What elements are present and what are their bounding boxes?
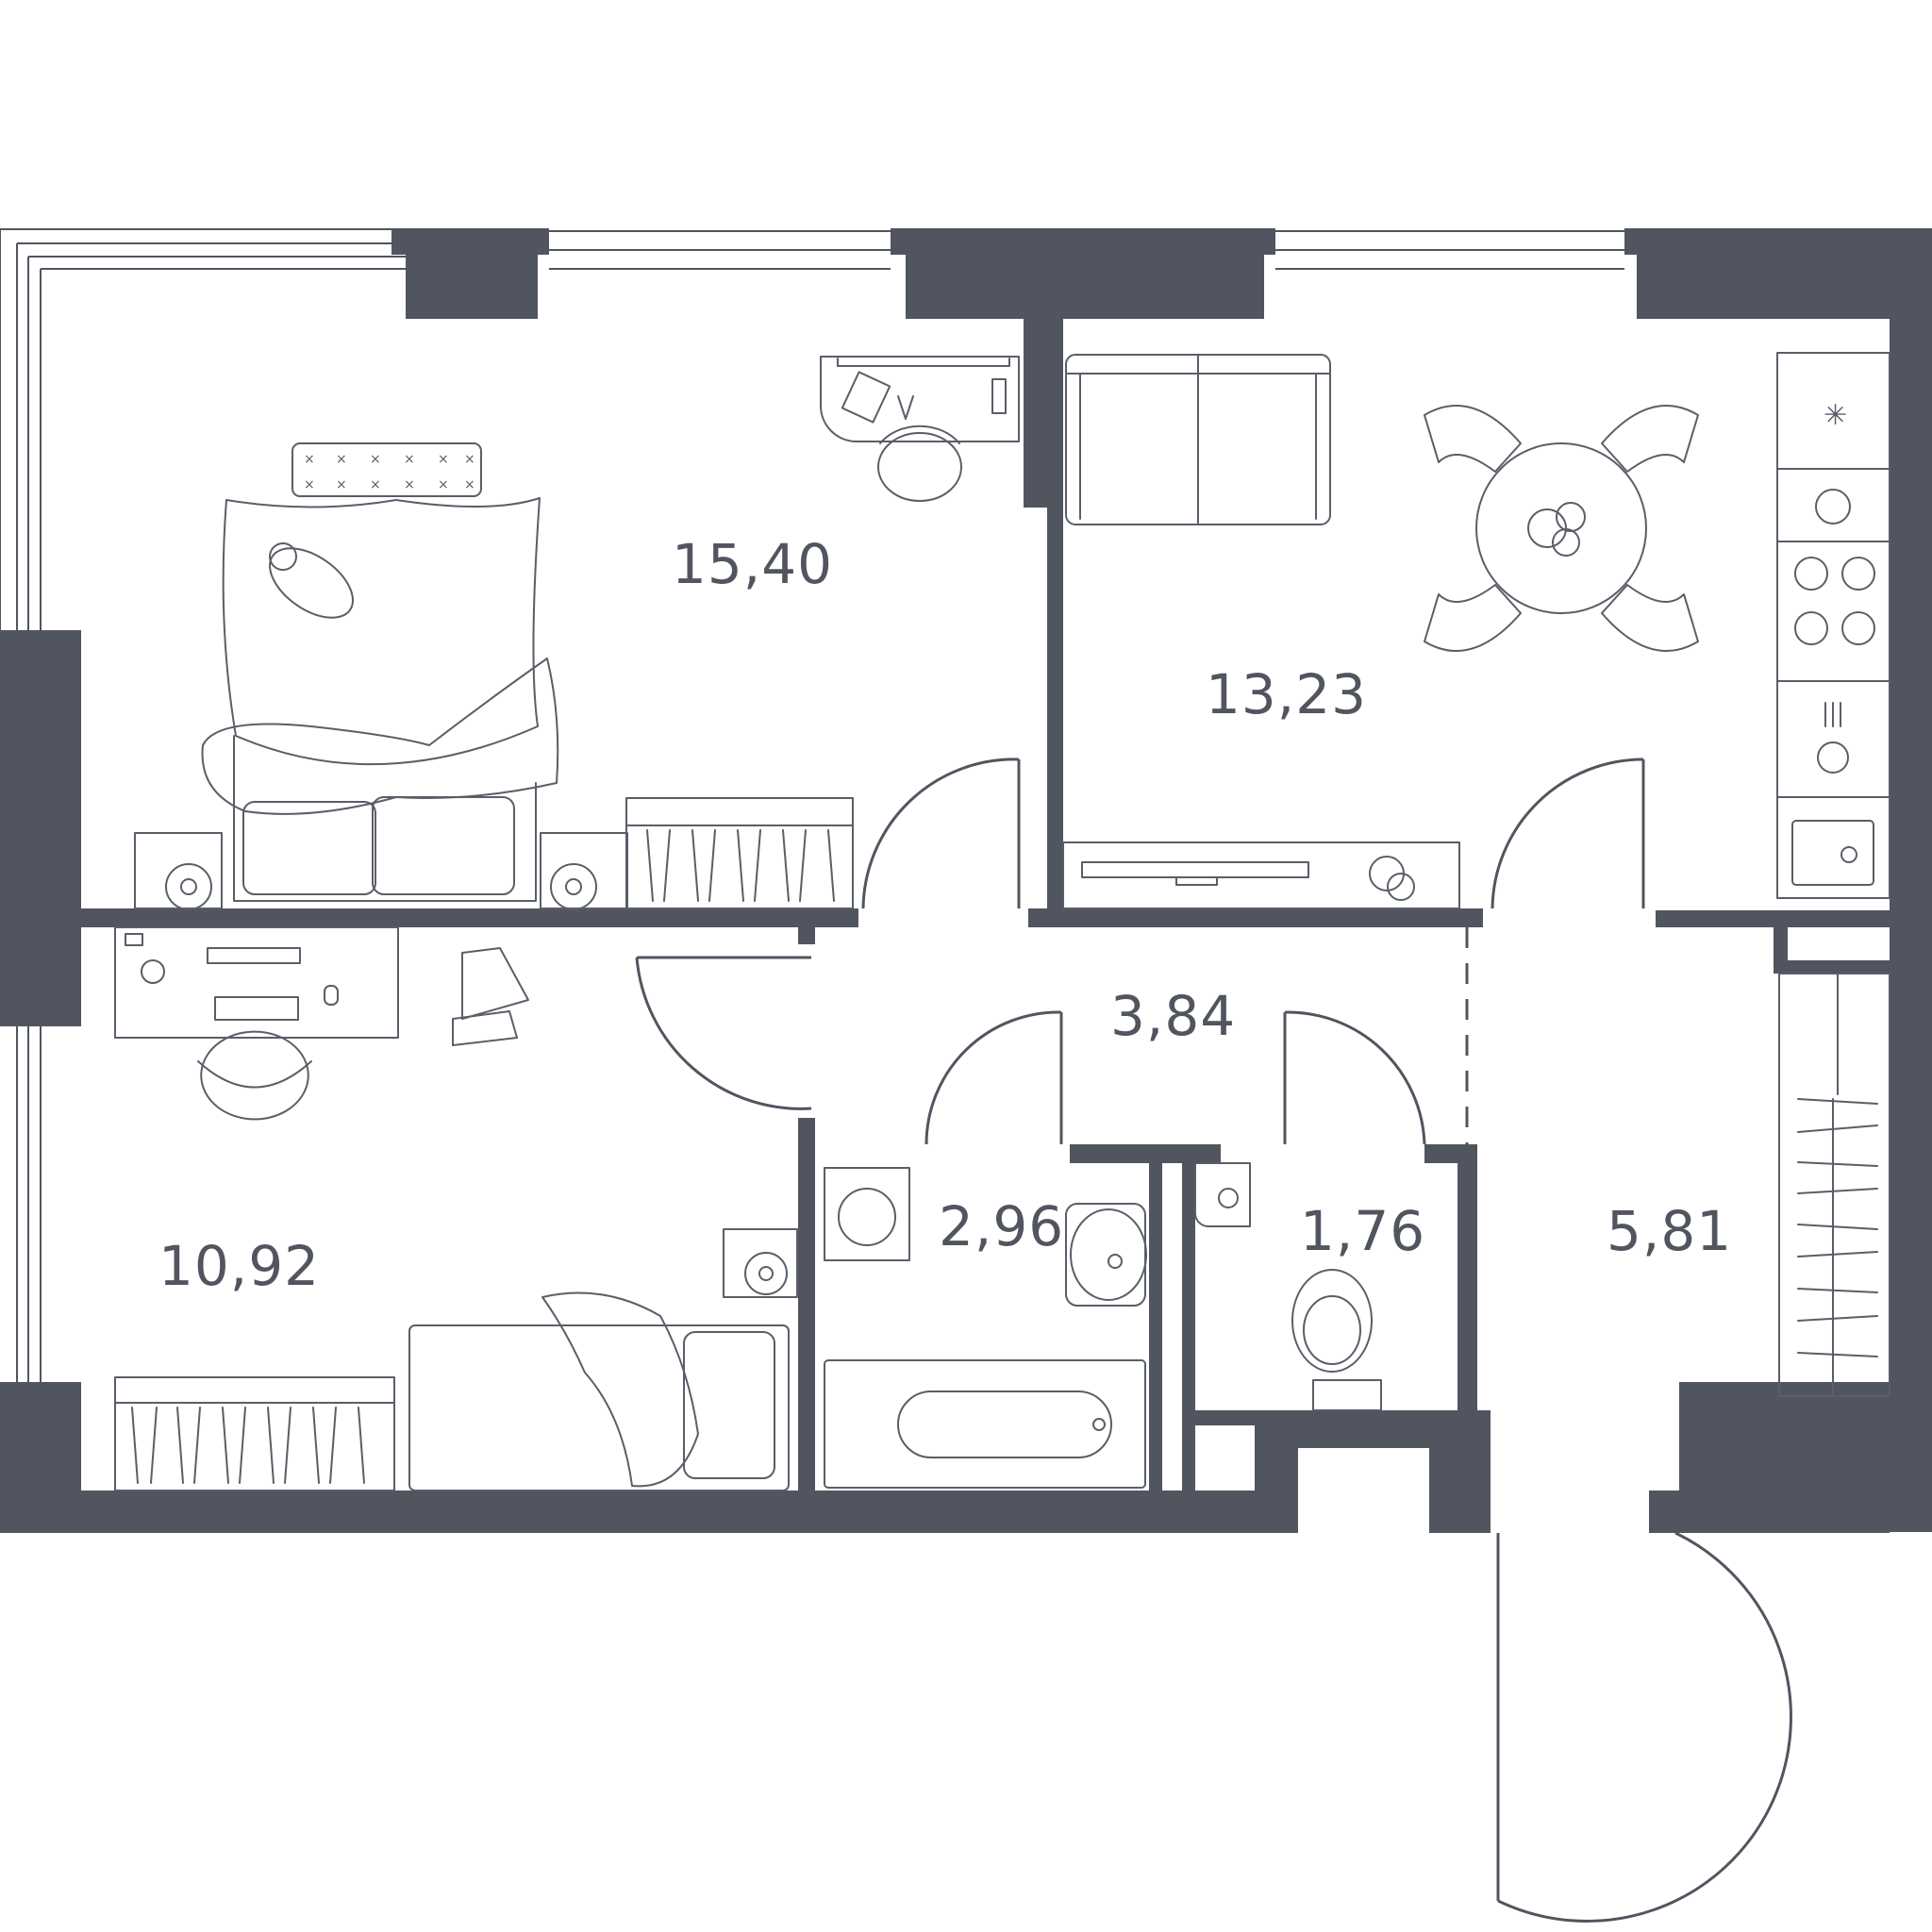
- sink: [1065, 1203, 1146, 1307]
- burner: [1794, 611, 1828, 645]
- svg-text:×: ×: [464, 477, 475, 492]
- nightstand: [723, 1228, 798, 1298]
- desk: [114, 926, 399, 1039]
- blanket: [201, 658, 559, 815]
- svg-text:×: ×: [404, 452, 415, 467]
- hallway-furniture: [1778, 973, 1890, 1397]
- pillow: [683, 1331, 775, 1479]
- headboard-pattern: × × × × × × × × × × × ×: [304, 452, 475, 492]
- window-frames: [0, 228, 1624, 1382]
- blanket: [541, 1291, 699, 1488]
- washing-machine: [824, 1167, 910, 1261]
- monitor: [207, 947, 301, 964]
- burner: [1794, 557, 1828, 591]
- desk-chair: [200, 1030, 309, 1121]
- kitchen-sink: [1791, 820, 1874, 886]
- svg-text:×: ×: [438, 452, 449, 467]
- svg-text:×: ×: [438, 477, 449, 492]
- chair: [1601, 584, 1699, 652]
- dog-figure: [269, 547, 354, 619]
- area-label-bedroom-large: 15,40: [672, 532, 833, 596]
- hall-wardrobe: [1778, 973, 1890, 1397]
- mouse: [324, 985, 339, 1006]
- tv: [1081, 861, 1309, 878]
- tv-stand: [1062, 841, 1460, 909]
- double-bed: [222, 497, 541, 766]
- headboard: [291, 442, 482, 497]
- area-label-bathroom: 2,96: [939, 1194, 1064, 1258]
- single-bed: [408, 1324, 790, 1491]
- large-bedroom-furniture: × × × × × × × × × × × ×: [134, 356, 1020, 910]
- small-bedroom-furniture: [114, 926, 798, 1491]
- kettle-icon: [1815, 489, 1851, 525]
- roller-skates: [461, 947, 529, 1020]
- doors: [635, 758, 1792, 1923]
- kitchen-furniture: ✳: [1062, 352, 1890, 909]
- fan-icon: [550, 863, 597, 910]
- area-label-corridor: 3,84: [1110, 984, 1236, 1048]
- fan-icon: [744, 1252, 788, 1295]
- svg-text:×: ×: [370, 452, 381, 467]
- chair: [1601, 405, 1699, 473]
- fan-icon: [165, 863, 212, 910]
- area-label-toilet: 1,76: [1300, 1199, 1425, 1263]
- keyboard: [214, 996, 299, 1021]
- area-label-kitchen-living: 13,23: [1206, 662, 1367, 726]
- dining-table: [1475, 442, 1647, 614]
- walls: [0, 228, 1932, 1533]
- pillow-left: [242, 801, 376, 895]
- faucet-icon: [1817, 741, 1849, 774]
- bathroom-furniture: [824, 1167, 1147, 1489]
- svg-text:×: ×: [336, 477, 347, 492]
- svg-text:×: ×: [304, 452, 315, 467]
- wardrobe: [625, 797, 854, 909]
- area-label-hallway: 5,81: [1607, 1199, 1732, 1263]
- desk-chair: [877, 432, 962, 502]
- wash-basin: [1193, 1162, 1251, 1227]
- nightstand-left: [134, 832, 223, 909]
- burner: [1841, 611, 1875, 645]
- svg-text:×: ×: [404, 477, 415, 492]
- chair: [1424, 405, 1522, 473]
- toilet-furniture: [1193, 1162, 1382, 1411]
- svg-text:×: ×: [464, 452, 475, 467]
- area-labels: 15,40 13,23 10,92 3,84 2,96 1,76 5,81: [158, 532, 1732, 1298]
- kitchen-counter: [1776, 352, 1890, 899]
- svg-text:×: ×: [304, 477, 315, 492]
- desk: [820, 356, 1020, 442]
- fridge-icon: ✳: [1824, 399, 1847, 432]
- chair: [1424, 584, 1522, 652]
- svg-text:×: ×: [336, 452, 347, 467]
- burner: [1841, 557, 1875, 591]
- svg-text:×: ×: [370, 477, 381, 492]
- wardrobe: [114, 1376, 395, 1491]
- toilet: [1291, 1269, 1373, 1373]
- bathtub: [824, 1359, 1146, 1489]
- pillow-right: [372, 796, 515, 895]
- area-label-bedroom-small: 10,92: [158, 1234, 320, 1298]
